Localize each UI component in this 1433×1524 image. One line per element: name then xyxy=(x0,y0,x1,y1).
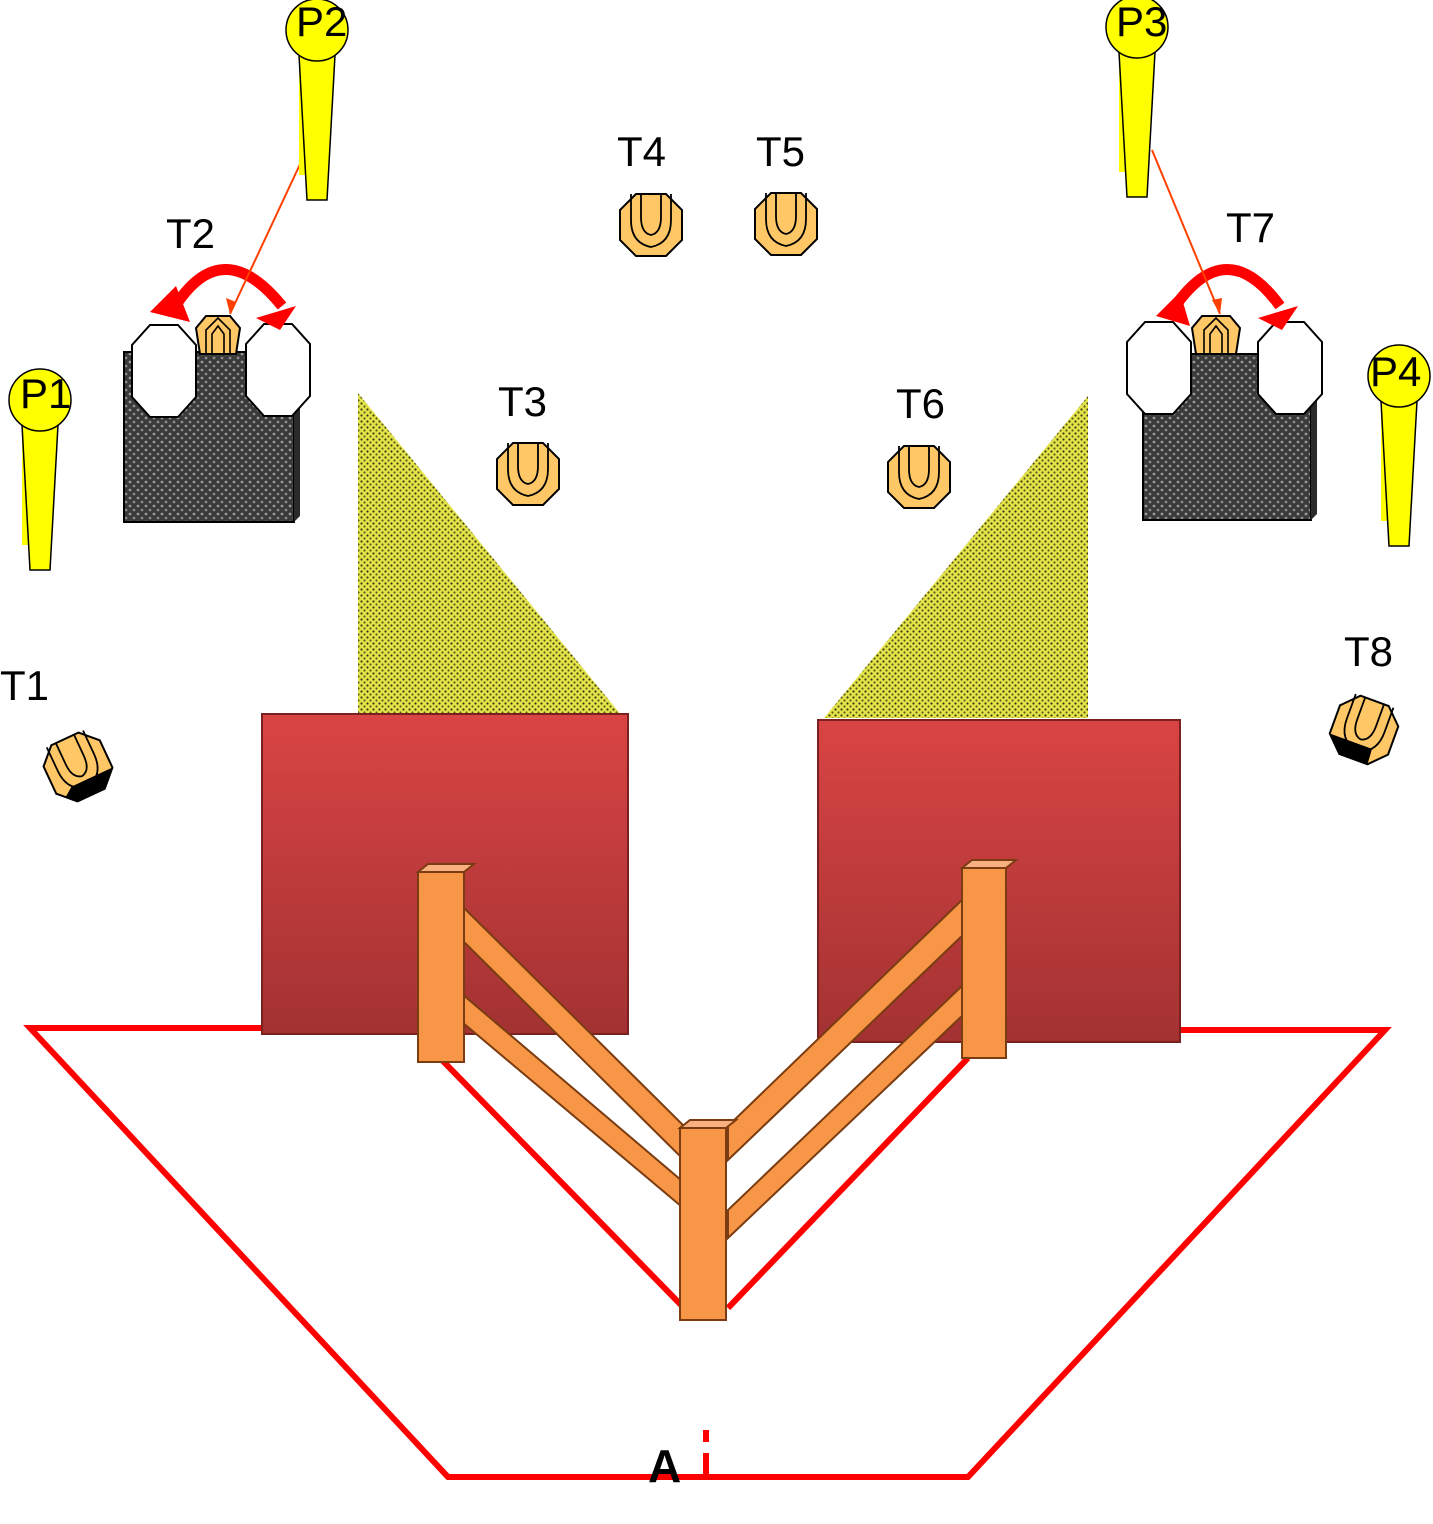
target-icon xyxy=(619,193,683,257)
no-shoot-right-t7 xyxy=(1257,321,1323,415)
activation-line-p2 xyxy=(229,159,303,315)
label-start-a: A xyxy=(648,1440,681,1492)
no-shoot-right-t2 xyxy=(245,323,311,417)
activation-line-p3 xyxy=(1151,149,1221,315)
target-icon xyxy=(1190,315,1242,355)
target-icon xyxy=(1328,693,1400,766)
target-icon xyxy=(42,730,114,803)
vision-barrier-left xyxy=(358,393,622,716)
target-icon xyxy=(194,315,242,355)
no-shoot-left-t2 xyxy=(131,324,197,418)
swing-arrow-icon xyxy=(150,264,296,330)
label-p2: P2 xyxy=(296,0,347,45)
label-t1: T1 xyxy=(0,662,49,709)
label-t7: T7 xyxy=(1226,204,1275,251)
no-shoot-left-t7 xyxy=(1126,321,1192,415)
label-t2: T2 xyxy=(166,210,215,257)
target-icon xyxy=(754,192,818,256)
label-p1: P1 xyxy=(20,370,71,417)
label-t5: T5 xyxy=(756,128,805,175)
target-icon xyxy=(496,442,560,506)
label-t4: T4 xyxy=(617,128,666,175)
label-t8: T8 xyxy=(1344,628,1393,675)
vision-barrier-right xyxy=(824,396,1088,718)
shooting-area-boundary xyxy=(23,1025,1392,1480)
label-t3: T3 xyxy=(498,378,547,425)
label-p4: P4 xyxy=(1370,348,1421,395)
fence xyxy=(415,859,1019,1321)
target-icon xyxy=(887,445,951,509)
label-t6: T6 xyxy=(896,380,945,427)
swing-arrow-icon xyxy=(1156,264,1298,330)
label-p3: P3 xyxy=(1116,0,1167,45)
